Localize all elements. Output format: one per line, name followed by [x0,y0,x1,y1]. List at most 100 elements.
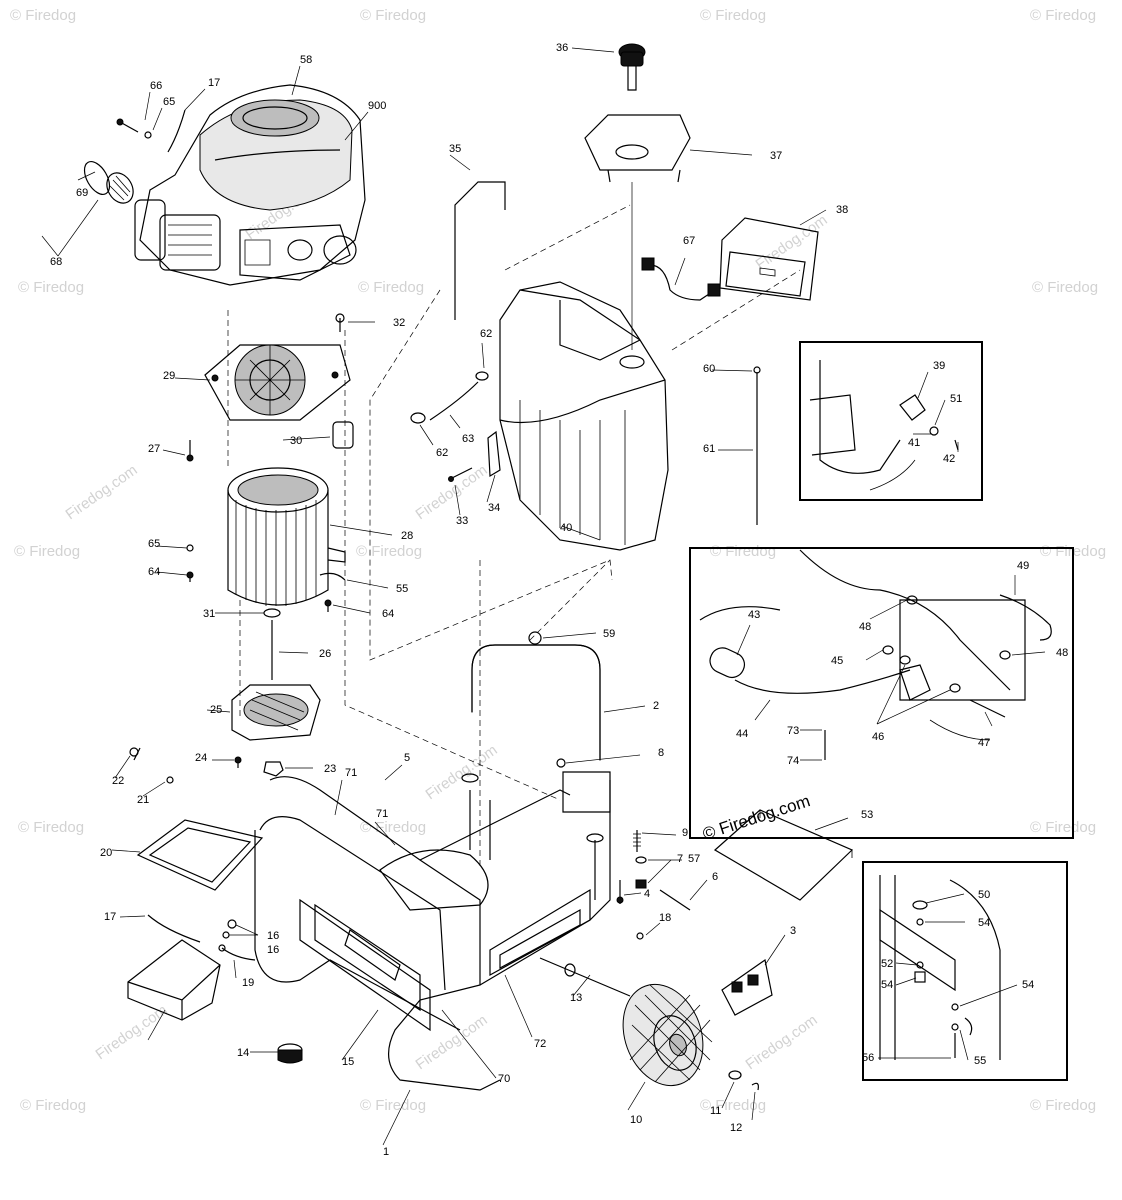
callout-43: 43 [748,609,760,621]
callout-39: 39 [933,360,945,372]
callout-18: 18 [659,912,671,924]
watermark-text: © Firedog [10,7,76,24]
callout-46: 46 [872,731,884,743]
callout-44: 44 [736,728,748,740]
watermark-layer: © Firedog © Firedog © Firedog © Firedog … [10,7,1106,1114]
watermark-text: © Firedog [18,819,84,836]
callout-2: 2 [653,700,659,712]
callout-65: 65 [163,96,175,108]
callout-31: 31 [203,608,215,620]
callout-10: 10 [630,1114,642,1126]
callout-9: 9 [682,827,688,839]
inset-handle-detail [689,547,1074,839]
watermark-text: © Firedog [18,279,84,296]
callout-72: 72 [534,1038,546,1050]
callout-66: 66 [150,80,162,92]
callout-19: 19 [242,977,254,989]
callout-24: 24 [195,752,207,764]
callout-8: 8 [658,747,664,759]
callout-5: 5 [404,752,410,764]
callout-50: 50 [978,889,990,901]
callout-35: 35 [449,143,461,155]
outlet-and-cover [713,809,854,1016]
callout-65: 65 [148,538,160,550]
engine-assembly [83,84,366,286]
leader-lines [41,47,1046,1146]
callout-68: 68 [50,256,62,268]
callout-6: 6 [712,871,718,883]
callout-34: 34 [488,502,500,514]
callout-4: 4 [644,888,650,900]
callout-38: 38 [836,204,848,216]
callout-42: 42 [943,453,955,465]
callout-49: 49 [1017,560,1029,572]
callout-17: 17 [104,911,116,923]
watermark-text: © Firedog [1032,279,1098,296]
callout-74: 74 [787,755,799,767]
callout-23: 23 [324,763,336,775]
assembly-guide-lines [227,204,801,870]
callout-17: 17 [208,77,220,89]
callout-37: 37 [770,150,782,162]
callout-25: 25 [210,704,222,716]
callout-41: 41 [908,437,920,449]
watermark-text: © Firedog [700,1097,766,1114]
watermark-text: © Firedog [1030,1097,1096,1114]
rods [454,181,761,525]
callout-58: 58 [300,54,312,66]
callout-51: 51 [950,393,962,405]
callout-13: 13 [570,992,582,1004]
watermark-site: Firedog.com [413,462,491,524]
watermark-text: © Firedog [360,1097,426,1114]
callout-67: 67 [683,235,695,247]
callout-54: 54 [978,917,990,929]
side-panel [129,747,264,891]
alternator-fan-housing [186,313,354,462]
callout-48: 48 [1056,647,1068,659]
callout-70: 70 [498,1073,510,1085]
callout-21: 21 [137,794,149,806]
fuel-cap-assembly [584,43,691,350]
callout-36: 36 [556,42,568,54]
wheel-assembly [539,957,759,1091]
watermark-site: Firedog.com [63,462,141,524]
watermark-site: Firedog.com [413,1012,491,1074]
callout-52: 52 [881,958,893,970]
fuel-tank [499,281,669,551]
callout-54: 54 [1022,979,1034,991]
callout-26: 26 [319,648,331,660]
callout-11: 11 [710,1105,721,1117]
callout-71: 71 [345,767,357,779]
callout-30: 30 [290,435,302,447]
callout-16: 16 [267,944,279,956]
watermark-text: © Firedog [1030,819,1096,836]
callout-28: 28 [401,530,413,542]
inset-bracket-detail [862,861,1068,1081]
watermark-text: © Firedog [1030,7,1096,24]
callout-1: 1 [383,1146,389,1158]
callout-20: 20 [100,847,112,859]
callout-40: 40 [560,522,572,534]
callout-57: 57 [688,853,700,865]
watermark-site: Firedog.com [753,212,831,274]
callout-32: 32 [393,317,405,329]
callout-61: 61 [703,443,715,455]
watermark-text: © Firedog [360,819,426,836]
callout-16: 16 [267,930,279,942]
watermark-text: © Firedog [14,543,80,560]
watermark-site: Firedog.com [423,742,501,804]
callout-71: 71 [376,808,388,820]
callout-69: 69 [76,187,88,199]
control-box [641,217,819,301]
callout-62: 62 [436,447,448,459]
inset-muffler-detail [799,341,983,501]
callout-55: 55 [396,583,408,595]
callout-48: 48 [859,621,871,633]
watermark-site: Firedog.com [743,1012,821,1074]
watermark-text: © Firedog [20,1097,86,1114]
callout-64: 64 [148,566,160,578]
callout-54: 54 [881,979,893,991]
callout-7: 7 [677,853,683,865]
